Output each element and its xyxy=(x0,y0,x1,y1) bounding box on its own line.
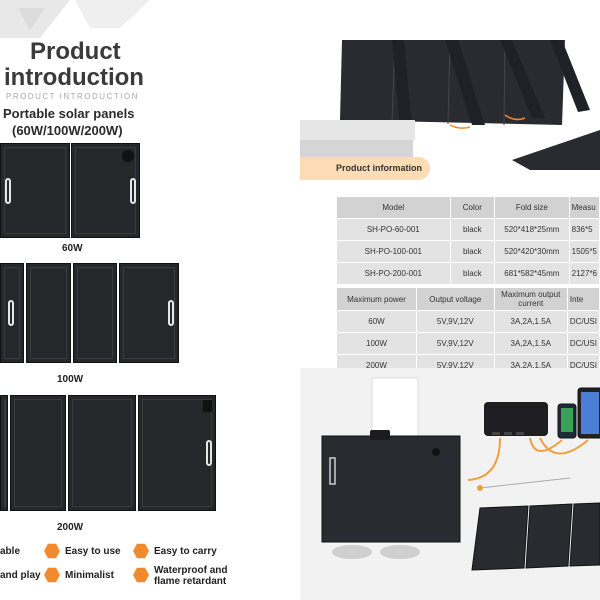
check-hex-icon xyxy=(44,567,60,583)
panel-200w-leaf xyxy=(10,395,66,511)
table-cell: 3A,2A,1.5A xyxy=(493,310,568,333)
panel-200w-label: 200W xyxy=(57,522,84,533)
feature-text: Waterproof and flame retardant xyxy=(154,565,228,587)
product-name: Portable solar panels xyxy=(3,106,135,121)
banner-stripe xyxy=(300,140,413,157)
table-cell: black xyxy=(449,218,496,241)
table-cell: 2127*6 xyxy=(568,262,600,285)
panel-200w-leaf xyxy=(138,395,216,511)
product-info-title: Product information xyxy=(336,163,422,173)
panel-60w-left-leaf xyxy=(0,143,70,238)
table-cell: SH-PO-60-001 xyxy=(336,218,451,241)
table-header-row: Maximum power Output voltage Maximum out… xyxy=(336,287,600,311)
banner-stripe xyxy=(300,120,415,140)
check-hex-icon xyxy=(133,567,149,583)
junction-box-icon xyxy=(122,150,134,162)
spec-table-dimensions: Model Color Fold size Measu SH-PO-60-001… xyxy=(336,196,600,285)
handle-icon xyxy=(8,300,14,326)
feature-text: and play xyxy=(0,570,41,581)
table-row: SH-PO-60-001 black 520*418*25mm 836*5 xyxy=(336,218,600,241)
table-cell: 5V,9V,12V xyxy=(415,310,495,333)
table-cell: black xyxy=(449,262,496,285)
check-hex-icon xyxy=(44,543,60,559)
panel-100w-leaf xyxy=(73,263,117,363)
table-header-cell: Maximum power xyxy=(336,287,417,311)
table-cell: 3A,2A,1.5A xyxy=(493,332,568,355)
panel-200w-leaf xyxy=(68,395,136,511)
table-header-cell: Output voltage xyxy=(415,287,495,311)
table-cell: 5V,9V,12V xyxy=(415,332,495,355)
table-cell: 836*5 xyxy=(568,218,600,241)
table-cell: 520*420*30mm xyxy=(494,240,570,263)
feature-text: Easy to use xyxy=(65,546,121,557)
table-row: SH-PO-100-001 black 520*420*30mm 1505*5 xyxy=(336,240,600,263)
usage-photo xyxy=(300,368,600,600)
feature-text: able xyxy=(0,546,21,557)
handle-icon xyxy=(206,440,212,466)
table-row: SH-PO-200-001 black 681*582*45mm 2127*6 xyxy=(336,262,600,285)
table-header-cell: Fold size xyxy=(494,196,570,219)
panel-60w-label: 60W xyxy=(62,243,83,254)
table-header-cell: Maximum output current xyxy=(493,287,568,311)
table-header-row: Model Color Fold size Measu xyxy=(336,196,600,219)
table-header-cell: Measu xyxy=(568,196,600,219)
table-cell: 1505*5 xyxy=(568,240,600,263)
handle-icon xyxy=(130,178,136,204)
table-cell: black xyxy=(449,240,496,263)
usage-illustration xyxy=(321,377,600,571)
table-cell: 60W xyxy=(336,310,417,333)
panel-200w-leaf xyxy=(0,395,8,511)
handle-icon xyxy=(168,300,174,326)
product-info-banner: Product information xyxy=(300,157,430,180)
product-variants: (60W/100W/200W) xyxy=(12,123,123,138)
table-cell: SH-PO-200-001 xyxy=(336,262,451,285)
feature-text: Minimalist xyxy=(65,570,114,581)
table-cell: 100W xyxy=(336,332,417,355)
decorative-hexagons xyxy=(0,0,150,38)
page-title-line2: introduction xyxy=(4,64,144,91)
table-row: 100W 5V,9V,12V 3A,2A,1.5A DC/USI xyxy=(336,332,600,355)
panel-100w-leaf xyxy=(119,263,179,363)
panel-100w-leaf xyxy=(26,263,71,363)
table-cell: DC/USI xyxy=(566,332,600,355)
table-header-cell: Inte xyxy=(566,287,600,311)
table-header-cell: Model xyxy=(336,196,451,219)
table-cell: DC/USI xyxy=(566,310,600,333)
page-subtitle: PRODUCT INTRODUCTION xyxy=(6,92,139,101)
table-cell: SH-PO-100-001 xyxy=(336,240,451,263)
table-cell: 520*418*25mm xyxy=(494,218,570,241)
table-header-cell: Color xyxy=(449,196,496,219)
table-row: 60W 5V,9V,12V 3A,2A,1.5A DC/USI xyxy=(336,310,600,333)
check-hex-icon xyxy=(133,543,149,559)
panel-100w-label: 100W xyxy=(57,374,84,385)
handle-icon xyxy=(5,178,11,204)
spec-table-electrical: Maximum power Output voltage Maximum out… xyxy=(336,287,600,377)
kickstand-panel-photo xyxy=(340,39,600,170)
page-title-line1: Product xyxy=(30,38,121,65)
junction-box-icon xyxy=(203,400,212,412)
feature-text: Easy to carry xyxy=(154,546,217,557)
table-cell: 681*582*45mm xyxy=(494,262,570,285)
